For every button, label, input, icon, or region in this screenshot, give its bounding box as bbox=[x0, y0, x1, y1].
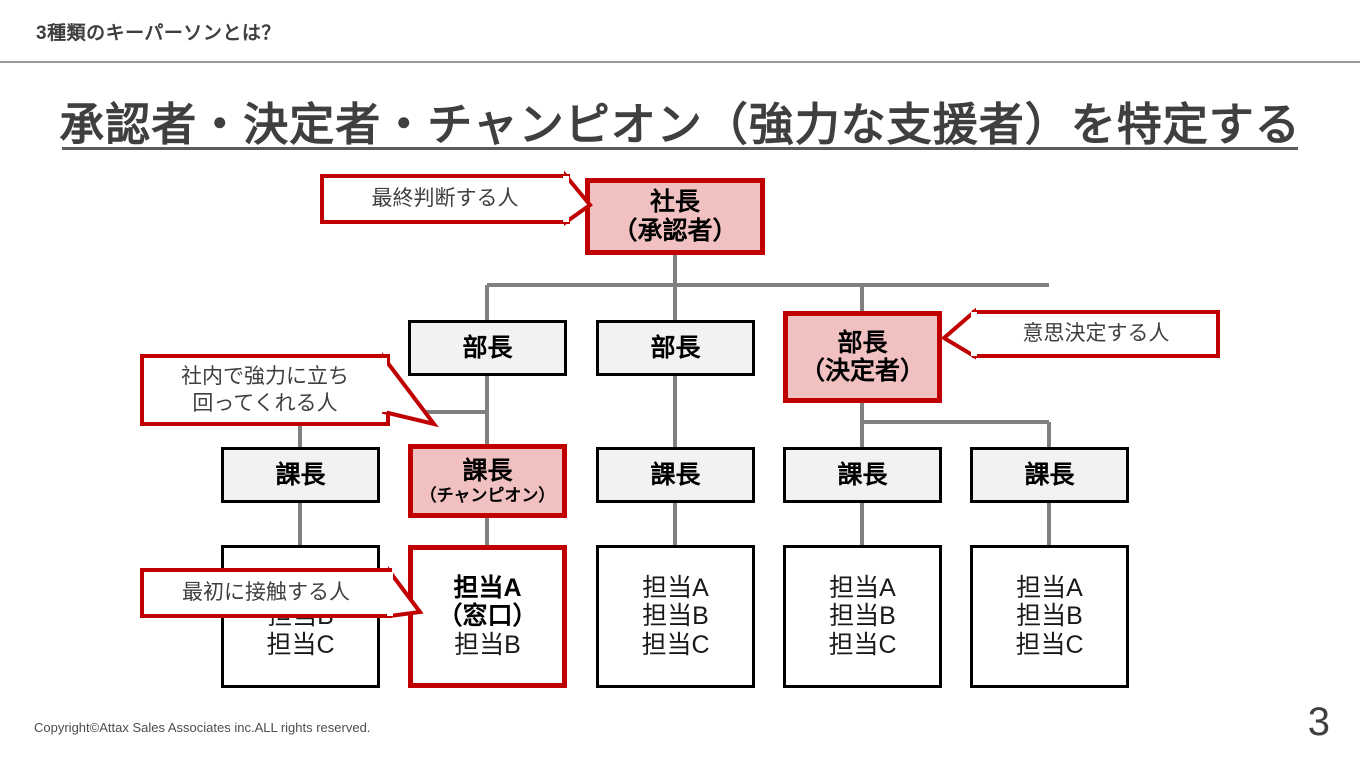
node-kacho-5-label: 課長 bbox=[1024, 460, 1075, 489]
node-bucho-3-line1: 部長 bbox=[837, 328, 888, 357]
node-staff-5-line1: 担当A bbox=[1016, 573, 1083, 602]
node-staff-3[interactable]: 担当A 担当B 担当C bbox=[596, 545, 755, 688]
callout-champion-line1: 社内で強力に立ち bbox=[181, 364, 349, 388]
callout-contact[interactable]: 最初に接触する人 bbox=[140, 568, 392, 618]
node-kacho-1[interactable]: 課長 bbox=[221, 447, 380, 503]
page-title: 承認者・決定者・チャンピオン（強力な支援者）を特定する bbox=[59, 99, 1301, 150]
node-kacho-2-line1: 課長 bbox=[462, 457, 513, 486]
node-bucho-3-decider[interactable]: 部長 （決定者） bbox=[783, 311, 942, 403]
node-staff-3-line3: 担当C bbox=[641, 630, 710, 659]
callout-champion[interactable]: 社内で強力に立ち 回ってくれる人 bbox=[140, 354, 390, 426]
node-staff-4-line3: 担当C bbox=[828, 630, 897, 659]
node-president[interactable]: 社長 （承認者） bbox=[585, 178, 765, 255]
node-staff-2-contact[interactable]: 担当A （窓口） 担当B bbox=[408, 545, 567, 688]
node-staff-5-line3: 担当C bbox=[1015, 630, 1084, 659]
callout-approver-text: 最終判断する人 bbox=[371, 187, 519, 211]
callout-approver[interactable]: 最終判断する人 bbox=[320, 174, 570, 224]
node-president-line1: 社長 bbox=[649, 188, 700, 216]
callout-contact-tail bbox=[387, 566, 424, 619]
node-kacho-2-line2: （チャンピオン） bbox=[419, 485, 556, 505]
node-bucho-1-label: 部長 bbox=[462, 333, 513, 362]
header-title: 3種類のキーパーソンとは？ bbox=[36, 23, 281, 44]
page-title-underline bbox=[62, 147, 1298, 150]
node-staff-4-line1: 担当A bbox=[829, 573, 896, 602]
callout-decider-text: 意思決定する人 bbox=[1022, 322, 1170, 346]
callout-decider-tail bbox=[940, 307, 977, 360]
node-kacho-4-label: 課長 bbox=[837, 460, 888, 489]
node-staff-5[interactable]: 担当A 担当B 担当C bbox=[970, 545, 1129, 688]
node-kacho-3-label: 課長 bbox=[650, 460, 701, 489]
page-number: 3 bbox=[1307, 700, 1330, 744]
node-kacho-3[interactable]: 課長 bbox=[596, 447, 755, 503]
node-staff-1-line3: 担当C bbox=[266, 630, 335, 659]
node-staff-3-line1: 担当A bbox=[642, 573, 709, 602]
callout-contact-text: 最初に接触する人 bbox=[182, 581, 350, 605]
node-staff-2-line1: 担当A bbox=[453, 573, 522, 602]
node-bucho-2-label: 部長 bbox=[650, 333, 701, 362]
node-staff-4-line2: 担当B bbox=[829, 602, 896, 631]
callout-champion-tail bbox=[381, 352, 439, 428]
node-kacho-4[interactable]: 課長 bbox=[783, 447, 942, 503]
copyright-text: Copyright©Attax Sales Associates inc.ALL… bbox=[34, 720, 371, 735]
callout-champion-line2: 回ってくれる人 bbox=[192, 392, 338, 415]
node-staff-4[interactable]: 担当A 担当B 担当C bbox=[783, 545, 942, 688]
node-bucho-1[interactable]: 部長 bbox=[408, 320, 567, 376]
node-staff-3-line2: 担当B bbox=[642, 602, 709, 631]
node-bucho-2[interactable]: 部長 bbox=[596, 320, 755, 376]
node-staff-2-line2: （窓口） bbox=[437, 602, 538, 631]
slide-header: 3種類のキーパーソンとは？ bbox=[0, 0, 1360, 63]
node-kacho-2-champion[interactable]: 課長 （チャンピオン） bbox=[408, 444, 567, 518]
callout-approver-tail bbox=[563, 170, 593, 226]
node-kacho-1-label: 課長 bbox=[275, 460, 326, 489]
callout-decider[interactable]: 意思決定する人 bbox=[972, 310, 1220, 358]
node-staff-5-line2: 担当B bbox=[1016, 602, 1083, 631]
node-bucho-3-line2: （決定者） bbox=[799, 357, 925, 385]
node-president-line2: （承認者） bbox=[612, 216, 738, 245]
node-staff-2-line3: 担当B bbox=[454, 630, 521, 659]
node-kacho-5[interactable]: 課長 bbox=[970, 447, 1129, 503]
header-divider bbox=[0, 61, 1360, 63]
